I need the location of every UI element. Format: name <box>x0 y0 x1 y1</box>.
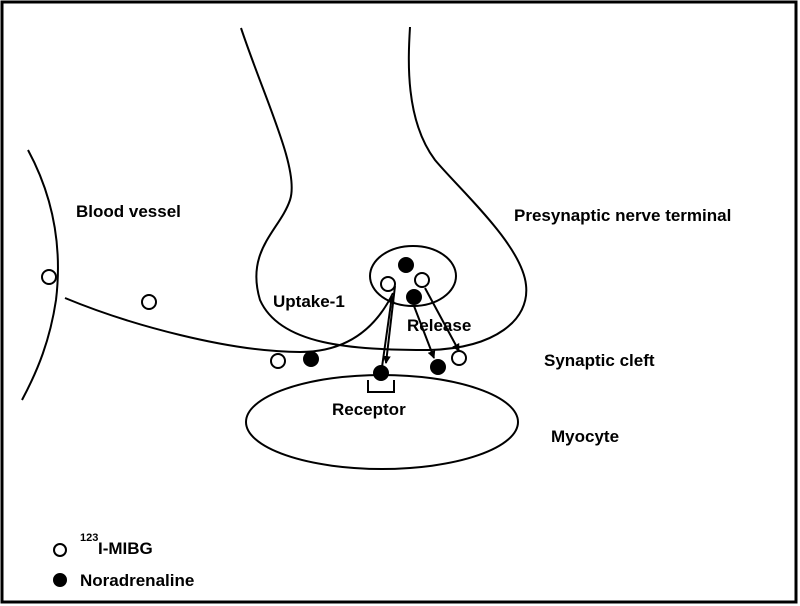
legend-mibg-label: I-MIBG <box>98 539 153 558</box>
receptor-label: Receptor <box>332 400 406 419</box>
receptor-site <box>368 380 394 392</box>
mibg-molecule <box>381 277 395 291</box>
legend: 123 I-MIBG Noradrenaline <box>54 532 194 590</box>
legend-mibg-icon <box>54 544 66 556</box>
noradrenaline-molecule <box>431 360 445 374</box>
mibg-molecule <box>415 273 429 287</box>
blood-vessel-label: Blood vessel <box>76 202 181 221</box>
myocyte-cell <box>246 375 518 469</box>
noradrenaline-molecule <box>407 290 421 304</box>
myocyte-label: Myocyte <box>551 427 619 446</box>
noradrenaline-molecule <box>374 366 388 380</box>
mibg-molecule <box>142 295 156 309</box>
synaptic-cleft-label: Synaptic cleft <box>544 351 655 370</box>
mibg-molecule <box>42 270 56 284</box>
legend-noradrenaline-icon <box>54 574 66 586</box>
noradrenaline-molecule <box>399 258 413 272</box>
mibg-molecule <box>452 351 466 365</box>
uptake-label: Uptake-1 <box>273 292 345 311</box>
release-label: Release <box>407 316 471 335</box>
mibg-molecule <box>271 354 285 368</box>
noradrenaline-molecule <box>304 352 318 366</box>
presynaptic-terminal-label: Presynaptic nerve terminal <box>514 206 731 225</box>
legend-noradrenaline-label: Noradrenaline <box>80 571 194 590</box>
legend-mibg-superscript: 123 <box>80 532 98 544</box>
